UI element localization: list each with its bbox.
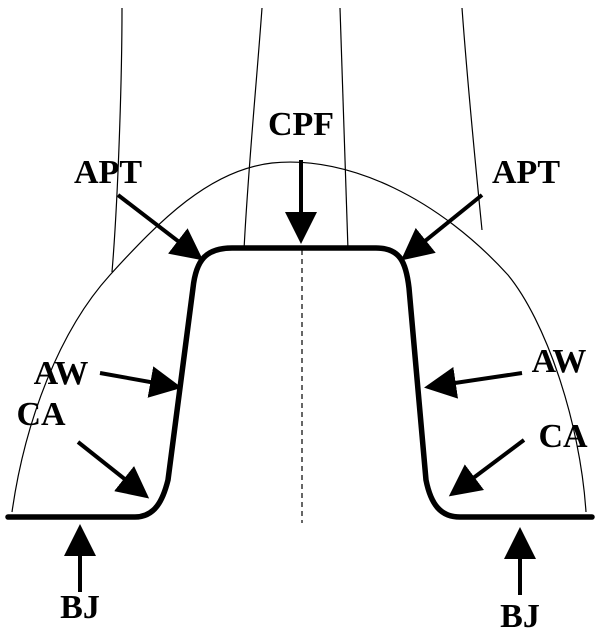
preparation-outline (5, 245, 595, 520)
root-outline-left-inner (243, 7, 263, 251)
label-apt-left: APT (74, 154, 142, 191)
root-outline-right-inner (339, 7, 349, 251)
label-ca-right: CA (538, 418, 588, 455)
root-outline-right-outer (461, 7, 483, 231)
apt-left-arrow (116, 193, 204, 261)
apt-right-arrow (400, 193, 484, 261)
label-apt-right: APT (492, 154, 560, 191)
label-aw-right: AW (532, 343, 587, 380)
label-bj-right: BJ (500, 598, 540, 635)
aw-right-arrow (424, 367, 523, 399)
ca-right-arrow (448, 438, 526, 497)
root-outline-left-outer (111, 7, 123, 273)
label-bj-left: BJ (60, 589, 100, 626)
label-cpf: CPF (268, 106, 334, 143)
label-ca-left: CA (16, 396, 66, 433)
ca-left-arrow (76, 440, 150, 499)
original-crown-contour (11, 161, 587, 513)
aw-left-arrow (99, 366, 182, 398)
label-aw-left: AW (34, 355, 89, 392)
